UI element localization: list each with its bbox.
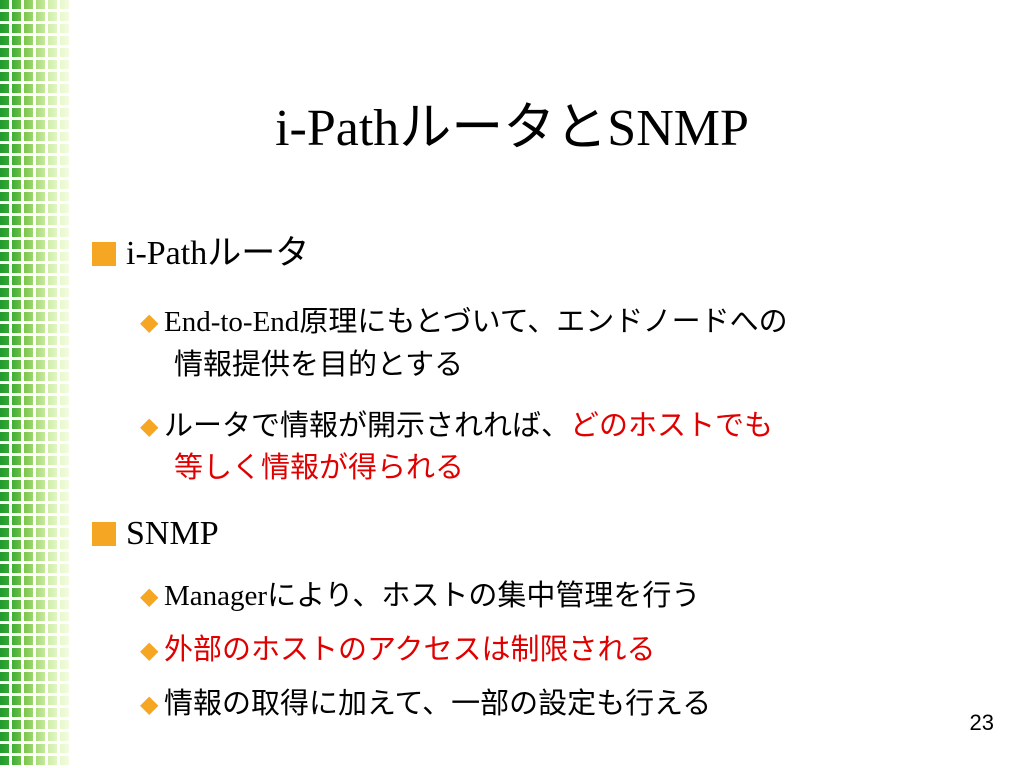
sub-bullet-settings: ◆情報の取得に加えて、一部の設定も行える [140, 682, 960, 724]
bullet-text: 情報の取得に加えて、一部の設定も行える [164, 686, 712, 720]
diamond-bullet-icon: ◆ [140, 308, 159, 336]
emphasis-text: どのホストでも [570, 408, 774, 442]
diamond-bullet-icon: ◆ [140, 690, 159, 718]
emphasis-text: 外部のホストのアクセスは制限される [164, 632, 656, 666]
bullet-text: 原理にもとづいて、エンドノードへの [299, 304, 788, 338]
lead-text: End-to-End [164, 306, 300, 338]
sub-bullet-access-restricted: ◆外部のホストのアクセスは制限される [140, 628, 960, 670]
bullet-heading-snmp: SNMP [92, 514, 219, 555]
bullet-text: により、ホストの集中管理を行う [267, 578, 701, 612]
sub-bullet-manager: ◆Managerにより、ホストの集中管理を行う [140, 574, 960, 617]
diamond-bullet-icon: ◆ [140, 636, 159, 664]
bullet-text: ルータで情報が開示されれば、 [164, 408, 571, 442]
sub-bullet-disclosure: ◆ルータで情報が開示されれば、どのホストでも 等しく情報が得られる [140, 404, 960, 489]
lead-text: Manager [164, 580, 268, 612]
slide-title: i-PathルータとSNMP [275, 100, 749, 157]
emphasis-text-continued: 等しく情報が得られる [174, 450, 465, 485]
sub-bullet-end-to-end: ◆End-to-End原理にもとづいて、エンドノードへの 情報提供を目的とする [140, 300, 960, 386]
decorative-grid [0, 0, 72, 768]
diamond-bullet-icon: ◆ [140, 582, 159, 610]
heading-text: i-Pathルータ [126, 235, 310, 272]
bullet-text-continued: 情報提供を目的とする [174, 347, 464, 382]
bullet-heading-ipath-router: i-Pathルータ [92, 234, 309, 275]
page-number: 23 [969, 710, 994, 735]
square-bullet-icon [92, 522, 116, 546]
diamond-bullet-icon: ◆ [140, 412, 159, 440]
heading-text: SNMP [126, 515, 219, 552]
square-bullet-icon [92, 242, 116, 266]
